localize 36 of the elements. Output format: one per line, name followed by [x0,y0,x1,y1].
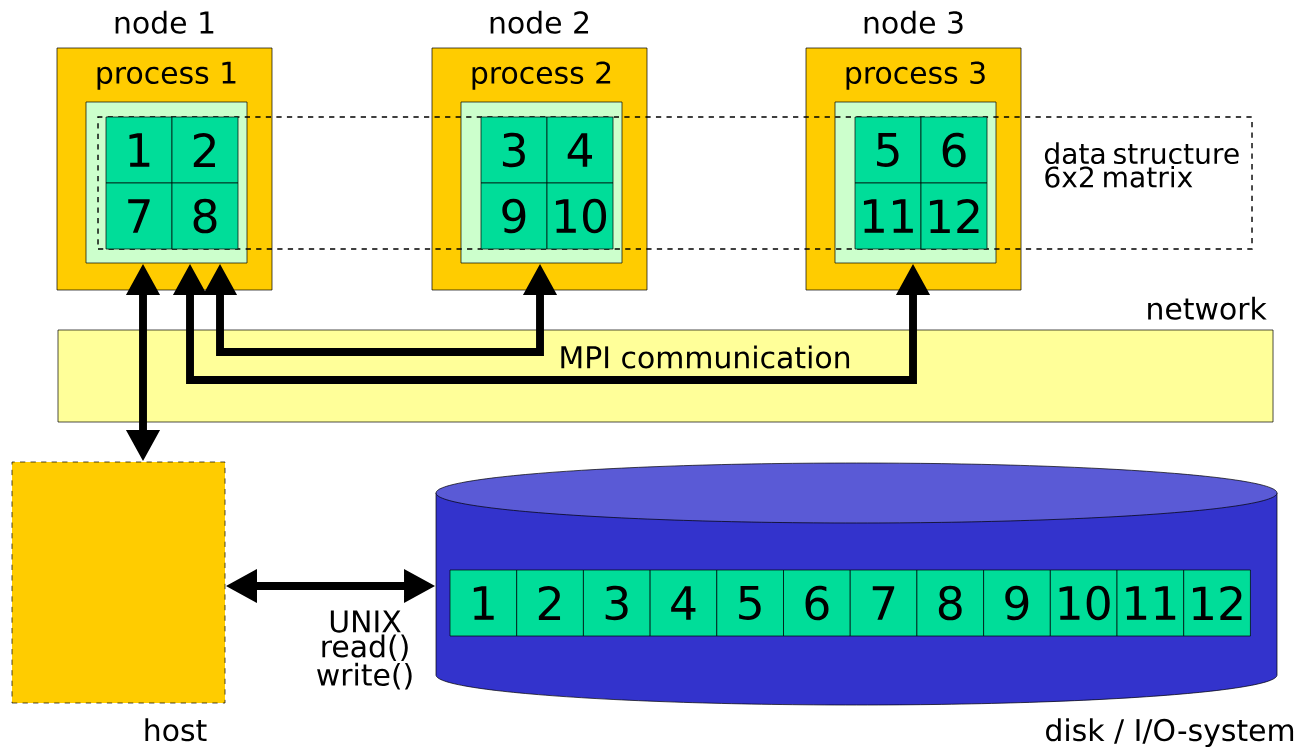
disk-block: 9 [983,569,1051,637]
node-label: node 1 [115,10,214,34]
disk-block: 7 [849,569,918,637]
disk-block: 3 [583,569,651,637]
node-label: process 3 [846,61,985,90]
edge-label: UNIX read() write() [317,610,412,690]
matrix-cell: 10 [546,182,614,250]
text-label: MPI communication [561,345,850,369]
matrix-cell: 9 [480,182,548,250]
node-label: node 2 [490,10,589,34]
disk-block: 2 [516,569,584,637]
disk-block: 6 [783,569,851,637]
matrix-cell: 3 [480,116,548,184]
node-label: disk / I/O-system [1046,718,1294,747]
node-label: process 2 [472,61,611,90]
matrix-cell: 6 [920,116,988,184]
node-label: host [145,718,207,742]
matrix-cell: 5 [854,116,922,184]
disk-block: 4 [649,569,718,637]
host-box: host [11,461,226,742]
matrix-cell: 1 [105,116,173,184]
disk-block: 1 [449,569,518,637]
disk-block: 8 [916,569,984,637]
matrix-cell: 12 [920,182,988,250]
matrix-cell: 4 [546,116,614,184]
matrix-cell: 2 [171,116,239,184]
matrix-cell: 8 [171,182,239,250]
matrix-cell: 11 [854,182,922,250]
disk-block: 12 [1183,569,1251,637]
text-label: network [1148,296,1267,320]
node-label: node 3 [864,10,963,34]
matrix-cell: 7 [105,182,173,250]
disk-block: 10 [1049,569,1118,637]
disk-block: 5 [716,569,784,637]
disk-block: 11 [1116,569,1185,637]
node-label: process 1 [97,61,236,90]
